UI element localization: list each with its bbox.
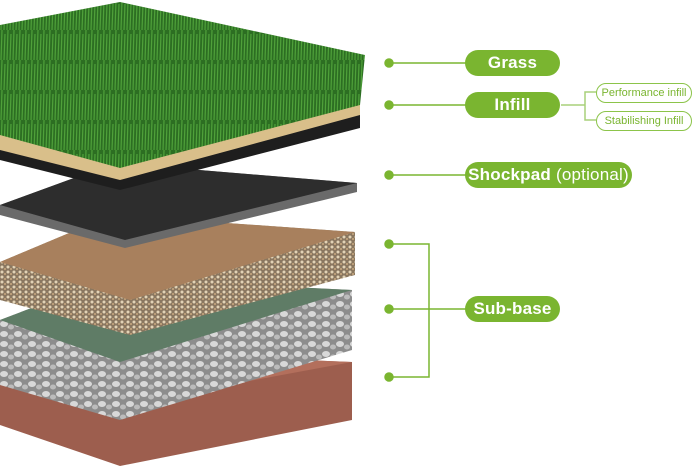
grass-layer: [0, 2, 365, 190]
label-stabilishing-infill: Stabilishing Infill: [596, 111, 692, 131]
label-subbase-text: Sub-base: [473, 299, 552, 318]
connector-lines: [384, 58, 596, 382]
label-infill: Infill: [465, 92, 560, 118]
label-shockpad-note: (optional): [555, 165, 629, 184]
label-shockpad: Shockpad(optional): [465, 162, 632, 188]
label-performance-infill: Performance infill: [596, 83, 692, 103]
label-shockpad-text: Shockpad: [468, 165, 551, 184]
label-infill-text: Infill: [494, 95, 531, 114]
label-grass: Grass: [465, 50, 560, 76]
label-grass-text: Grass: [487, 53, 538, 72]
label-subbase: Sub-base: [465, 296, 560, 322]
